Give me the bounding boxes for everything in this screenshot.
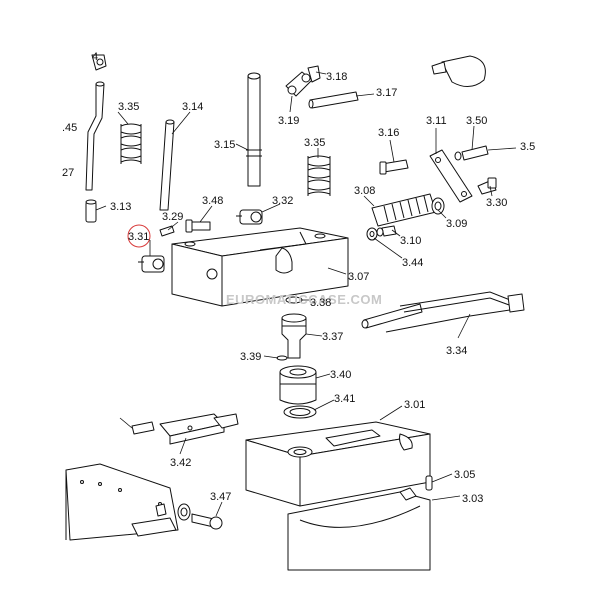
- label-top: 4: [92, 51, 98, 63]
- part-3-42-bracket: [159, 413, 239, 445]
- part-3-07-main-block: [171, 227, 349, 307]
- label-3-15: 3.15: [214, 139, 235, 151]
- part-3-50-pin: [454, 145, 489, 161]
- part-top-left-fragment: [91, 54, 107, 71]
- part-3-35-spring-center: [307, 155, 331, 196]
- label-3-50: 3.50: [466, 115, 487, 127]
- part-bent-rod: [85, 81, 105, 191]
- label-3-47: 3.47: [210, 491, 231, 503]
- label-3-11: 3.11: [426, 115, 447, 127]
- part-3-14-rod: [159, 119, 175, 211]
- label-3-30: 3.30: [486, 197, 507, 209]
- part-3-29-pin: [159, 225, 175, 237]
- part-3-41-ring: [283, 405, 317, 419]
- label-3-08: 3.08: [354, 185, 375, 197]
- label-3-41: 3.41: [334, 393, 355, 405]
- label-3-18: 3.18: [326, 71, 347, 83]
- label-3-17: 3.17: [376, 87, 397, 99]
- label-3-35-center: 3.35: [304, 137, 325, 149]
- label-3-31: 3.31: [128, 231, 149, 243]
- label-3-38: 3.38: [310, 297, 331, 309]
- label-2-47: 27: [62, 167, 74, 179]
- label-3-32: 3.32: [272, 195, 293, 207]
- label-3-05: 3.05: [454, 469, 475, 481]
- label-3-19: 3.19: [278, 115, 299, 127]
- part-3-01-lower-block: [245, 421, 431, 507]
- label-3-10: 3.10: [400, 235, 421, 247]
- part-3-03-base: [287, 487, 431, 571]
- part-3-17-pin: [308, 91, 359, 109]
- part-3-32-adjuster: [236, 209, 263, 225]
- label-3-39: 3.39: [240, 351, 261, 363]
- part-3-40-sleeve: [279, 365, 317, 405]
- part-3-48-screw: [185, 219, 211, 233]
- watermark-text: EUROMATICCASE.COM: [226, 292, 382, 307]
- highlight-circle-3-31: [127, 224, 151, 248]
- part-3-34-wire-harness: [361, 291, 525, 333]
- label-3-42: 3.42: [170, 457, 191, 469]
- label-2-45: .45: [62, 122, 77, 134]
- part-3-11-plate: [429, 149, 473, 203]
- label-3-03: 3.03: [462, 493, 483, 505]
- leader-lines: [95, 71, 517, 517]
- part-3-56-pin: [131, 421, 155, 435]
- part-knob: [431, 55, 486, 87]
- label-3-48: 3.48: [202, 195, 223, 207]
- label-3-01: 3.01: [404, 399, 425, 411]
- label-3-16: 3.16: [378, 127, 399, 139]
- part-labels: 4 .45 27 3.35 3.14 3.15 3.18 3.17 3.19 3…: [62, 51, 535, 505]
- label-3-09: 3.09: [446, 218, 467, 230]
- label-3-07: 3.07: [348, 271, 369, 283]
- label-3-13: 3.13: [110, 201, 131, 213]
- part-3-08-spring: [371, 193, 437, 227]
- part-3-39-ring: [276, 355, 288, 361]
- part-3-16-screw: [379, 159, 409, 175]
- part-3-31-adjuster: [138, 255, 165, 273]
- part-3-47-washer: [177, 503, 223, 530]
- label-3-44: 3.44: [402, 257, 423, 269]
- part-3-05-pin: [425, 475, 433, 491]
- part-3-37-plunger: [281, 313, 307, 359]
- label-3-14: 3.14: [182, 101, 203, 113]
- label-3-37: 3.37: [322, 331, 343, 343]
- label-3-5x: 3.5: [520, 141, 535, 153]
- part-3-09-washer: [431, 197, 445, 215]
- part-3-19-lever: [285, 65, 321, 97]
- part-3-44-washer: [366, 227, 378, 241]
- label-3-34: 3.34: [446, 345, 467, 357]
- label-3-29: 3.29: [162, 211, 183, 223]
- label-3-35-left: 3.35: [118, 101, 139, 113]
- part-3-15-long-rod: [246, 72, 262, 187]
- part-3-35-spring-left: [120, 123, 142, 164]
- part-3-10-screw: [376, 225, 397, 237]
- part-3-30-screw: [477, 177, 497, 195]
- label-3-40: 3.40: [330, 369, 351, 381]
- part-left-base-plate: [65, 463, 179, 541]
- part-3-13-pin: [85, 199, 97, 223]
